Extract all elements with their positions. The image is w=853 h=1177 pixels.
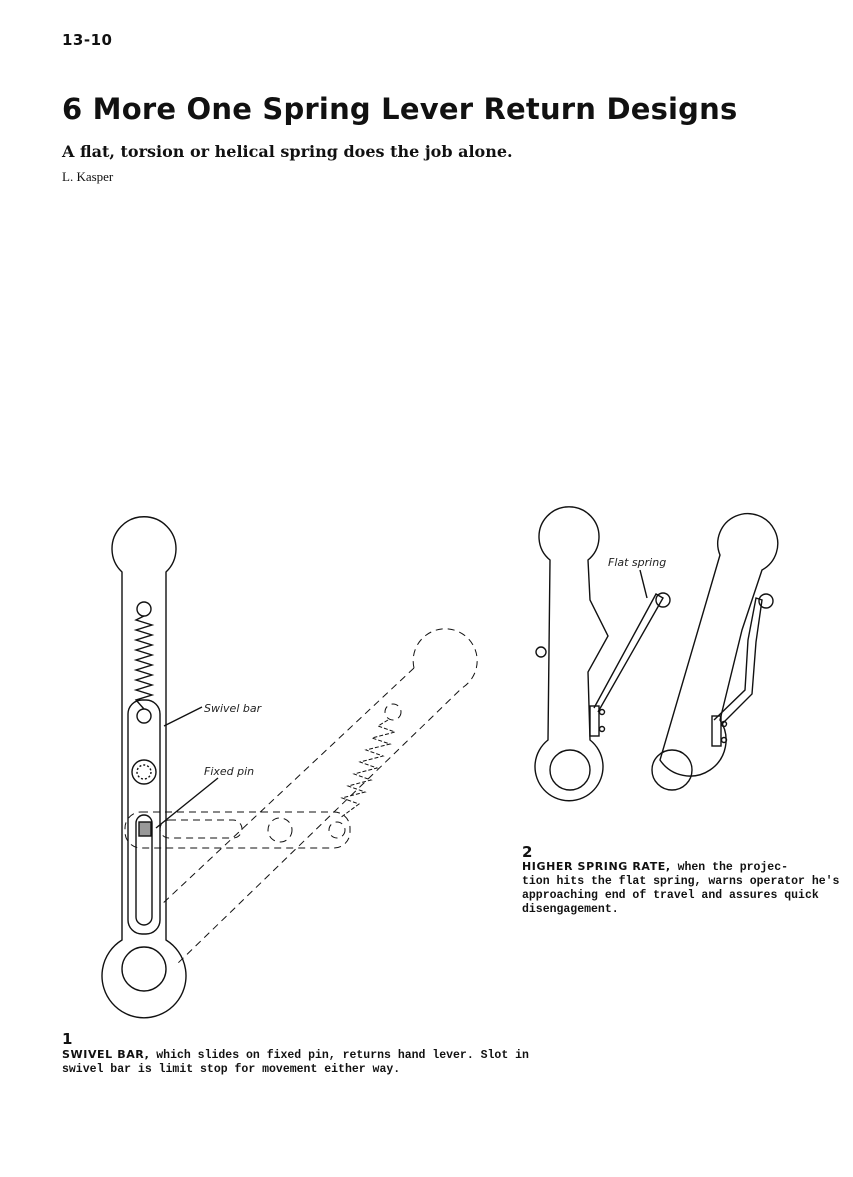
figure-2-caption-line1: when the projec- <box>670 861 789 874</box>
figure-2-caption-line3: approaching end of travel and assures qu… <box>522 889 819 902</box>
page-number: 13-10 <box>62 31 113 49</box>
label-fixed-pin: Fixed pin <box>204 765 254 778</box>
author: L. Kasper <box>62 169 114 184</box>
page-title: 6 More One Spring Lever Return Designs <box>62 92 738 126</box>
figure-1-caption: SWIVEL BAR, which slides on fixed pin, r… <box>62 1048 529 1077</box>
figure-2-caption-line4: disengagement. <box>522 903 619 916</box>
label-swivel-bar: Swivel bar <box>204 702 263 715</box>
figure-1-caption-lead: SWIVEL BAR, <box>62 1048 150 1061</box>
figure-2-caption-lead: HIGHER SPRING RATE, <box>522 860 671 873</box>
figure-1-caption-line1: which slides on fixed pin, returns hand … <box>149 1049 529 1062</box>
figure-1-caption-line2: swivel bar is limit stop for movement ei… <box>62 1063 401 1076</box>
figure-2-number: 2 <box>522 843 533 861</box>
figure-1-number: 1 <box>62 1030 73 1048</box>
page-subtitle: A flat, torsion or helical spring does t… <box>62 142 513 161</box>
label-flat-spring: Flat spring <box>608 556 666 569</box>
figure-2-caption-line2: tion hits the flat spring, warns operato… <box>522 875 840 888</box>
figure-2-caption: HIGHER SPRING RATE, when the projec- tio… <box>522 860 839 917</box>
